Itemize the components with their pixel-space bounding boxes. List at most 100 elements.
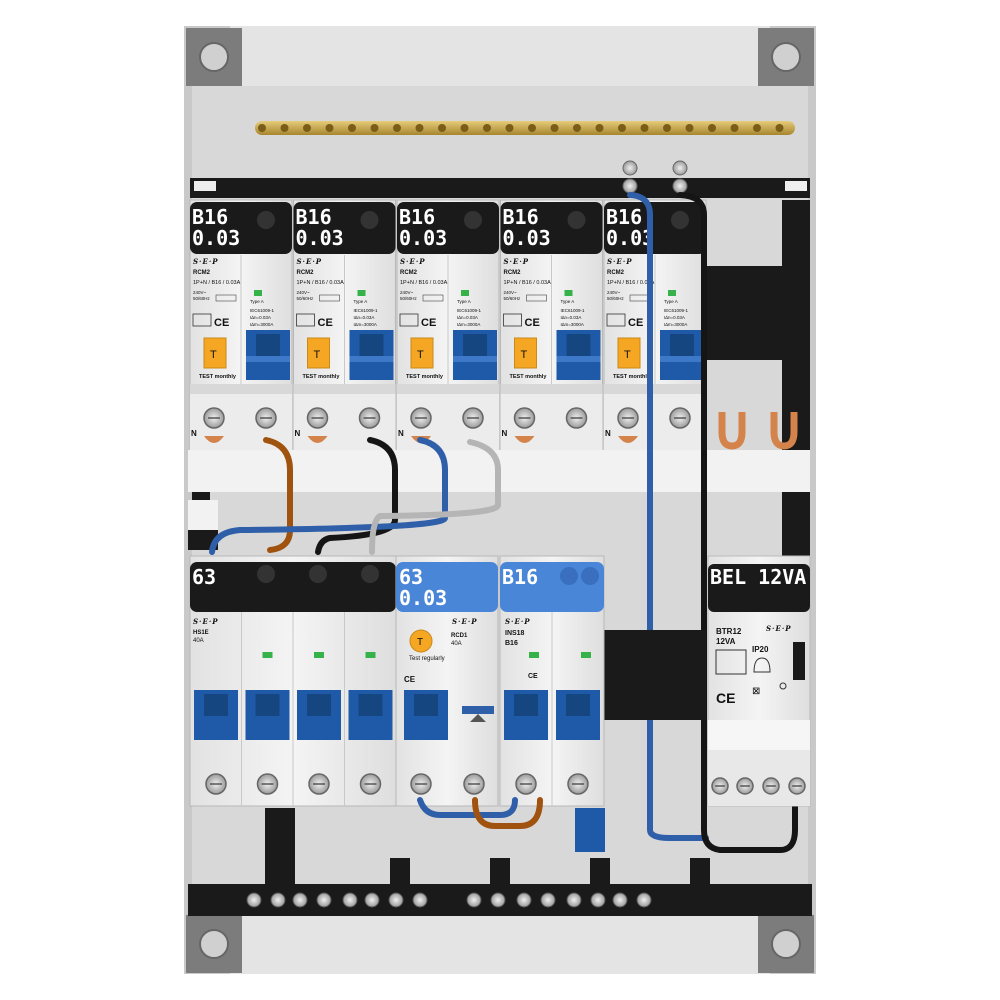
comb-tooth <box>204 436 224 443</box>
bar-screw <box>612 892 628 908</box>
label-clip <box>257 211 275 229</box>
rcbo-label-line1: B16 <box>606 205 642 229</box>
isolator-label: B16 <box>502 565 538 589</box>
test-symbol: T <box>417 349 424 361</box>
label-clip <box>567 211 586 229</box>
rcd-label-line2: 0.03 <box>399 586 447 610</box>
test-button[interactable] <box>514 337 537 369</box>
bar-screw <box>388 892 404 908</box>
rcd-test-symbol: T <box>417 637 423 648</box>
svg-text:CE: CE <box>318 317 333 329</box>
bell-icon <box>753 657 771 673</box>
wire-blue-feed <box>627 192 709 841</box>
test-symbol: T <box>314 349 321 361</box>
bar-screw <box>364 892 380 908</box>
wire-brown-2 <box>472 797 543 829</box>
test-button[interactable] <box>307 337 330 369</box>
rcd-test-button[interactable] <box>409 629 433 653</box>
rcbo-model: RCM2 <box>193 270 211 276</box>
rcbo-spec: 1P+N / B16 / 0.03A <box>504 280 552 286</box>
rcbo-idn: I∆n=0.03A <box>664 315 685 320</box>
neutral-marker: N <box>502 429 508 438</box>
rcd-brand: S·E·P <box>452 617 478 626</box>
svg-text:CE: CE <box>404 675 416 684</box>
bar-screw <box>516 892 532 908</box>
bar-screw <box>412 892 428 908</box>
test-label: TEST monthly <box>613 374 651 380</box>
bar-screw <box>466 892 482 908</box>
bar-screw <box>590 892 606 908</box>
rcbo-icn: I∆m=3000A <box>250 322 273 327</box>
din-rail-bottom <box>604 630 706 720</box>
comb-tooth <box>618 436 638 443</box>
earth-busbar <box>255 121 795 135</box>
rcbo-spec: 1P+N / B16 / 0.03A <box>607 280 655 286</box>
svg-text:CE: CE <box>528 673 538 680</box>
bar-screw <box>292 892 308 908</box>
rcd-label-line1: 63 <box>399 565 423 589</box>
rcbo-icn: I∆m=3000A <box>664 322 687 327</box>
rcbo-standard: IEC61009-1 <box>664 308 689 313</box>
rcbo-standard: IEC61009-1 <box>561 308 586 313</box>
test-button[interactable] <box>203 337 227 369</box>
rcbo-label-line2: 0.03 <box>192 226 240 250</box>
rcbo-icn: I∆m=3000A <box>457 322 480 327</box>
test-button[interactable] <box>617 337 641 369</box>
isolator-brand: S·E·P <box>505 617 531 626</box>
rcbo-standard: IEC61009-1 <box>354 308 379 313</box>
rcbo-voltage: 240V~ <box>504 290 518 295</box>
wire-blue-2 <box>417 797 518 818</box>
rcbo-label-line2: 0.03 <box>399 226 447 250</box>
test-button[interactable] <box>410 337 434 369</box>
rcbo-voltage: 240V~ <box>193 290 207 295</box>
rcbo-freq: 50/60Hz <box>607 296 625 301</box>
test-label: TEST monthly <box>406 374 444 380</box>
rcbo-type: Type A <box>250 299 264 304</box>
test-symbol: T <box>624 349 631 361</box>
svg-text:CE: CE <box>214 317 229 329</box>
rcbo-type: Type A <box>664 299 678 304</box>
label-clip <box>464 211 482 229</box>
rcbo-label-line1: B16 <box>399 205 435 229</box>
rcbo-label-line1: B16 <box>296 205 332 229</box>
wire-grey-1 <box>369 439 501 555</box>
bell-switch[interactable] <box>793 642 805 680</box>
bar-screw <box>636 892 652 908</box>
label-clip <box>360 211 379 229</box>
rcbo-model: RCM2 <box>400 270 418 276</box>
rcbo-idn: I∆n=0.03A <box>354 315 375 320</box>
rcbo-model: RCM2 <box>297 270 315 276</box>
svg-text:CE: CE <box>716 690 735 706</box>
rcbo-model: RCM2 <box>504 270 522 276</box>
rcbo-voltage: 240V~ <box>607 290 621 295</box>
isolator-model: INS18 <box>505 630 525 637</box>
rcbo-icn: I∆m=3000A <box>561 322 584 327</box>
rcbo-voltage: 240V~ <box>297 290 311 295</box>
bar-screw <box>566 892 582 908</box>
bell-rating: 12VA <box>716 637 736 646</box>
test-label: TEST monthly <box>510 374 548 380</box>
rcbo-brand: S·E·P <box>193 257 219 266</box>
rcbo-voltage: 240V~ <box>400 290 414 295</box>
rcbo-freq: 50/60Hz <box>193 296 211 301</box>
rcbo-standard: IEC61009-1 <box>457 308 482 313</box>
rcbo-label-line2: 0.03 <box>296 226 344 250</box>
svg-text:CE: CE <box>525 317 540 329</box>
rcbo-brand: S·E·P <box>607 257 633 266</box>
main-switch-rating: 40A <box>193 638 204 644</box>
rcbo-freq: 50/60Hz <box>504 296 522 301</box>
rcbo-spec: 1P+N / B16 / 0.03A <box>297 280 345 286</box>
rcd-test-label: Test regularly <box>409 656 445 662</box>
wire-black-feed <box>677 192 798 853</box>
wire-black-1 <box>315 437 398 555</box>
test-label: TEST monthly <box>303 374 341 380</box>
rcd-rating: 40A <box>451 641 462 647</box>
rcd-model: RCD1 <box>451 633 468 639</box>
copper-forks <box>718 412 798 450</box>
